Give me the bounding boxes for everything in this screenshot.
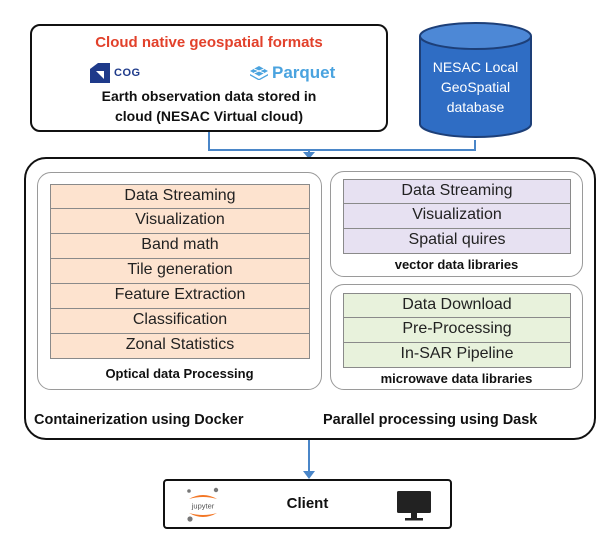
- parquet-icon: [250, 66, 268, 80]
- cloud-desc-line2: cloud (NESAC Virtual cloud): [115, 108, 303, 124]
- vector-item: Data Streaming: [343, 179, 571, 204]
- database-cylinder: NESAC Local GeoSpatial database: [419, 22, 532, 138]
- optical-item: Visualization: [50, 209, 310, 234]
- vector-item-list: Data Streaming Visualization Spatial qui…: [343, 179, 571, 254]
- vector-libraries-group: Data Streaming Visualization Spatial qui…: [330, 171, 583, 277]
- optical-item-list: Data Streaming Visualization Band math T…: [50, 184, 310, 359]
- jupyter-wordmark: jupyter: [191, 502, 215, 511]
- connector-db-down: [474, 140, 476, 150]
- docker-label: Containerization using Docker: [34, 412, 244, 428]
- optical-item: Band math: [50, 234, 310, 259]
- cog-icon: [90, 63, 110, 83]
- database-label-line1: NESAC Local: [433, 59, 519, 75]
- cloud-description: Earth observation data stored in cloud (…: [32, 86, 386, 126]
- cloud-formats-title: Cloud native geospatial formats: [95, 34, 323, 51]
- dask-label: Parallel processing using Dask: [323, 412, 538, 428]
- vector-caption: vector data libraries: [394, 257, 519, 272]
- optical-item: Feature Extraction: [50, 284, 310, 309]
- microwave-item-list: Data Download Pre-Processing In-SAR Pipe…: [343, 293, 571, 368]
- vector-item: Spatial quires: [343, 229, 571, 254]
- microwave-item: Data Download: [343, 293, 571, 318]
- optical-item: Data Streaming: [50, 184, 310, 209]
- database-label-line3: database: [447, 99, 505, 115]
- parquet-logo: Parquet: [250, 62, 335, 84]
- optical-item: Classification: [50, 309, 310, 334]
- client-box: jupyter Client: [163, 479, 452, 529]
- vector-item: Visualization: [343, 204, 571, 229]
- connector-horizontal: [208, 149, 476, 151]
- arrow-head-main: [303, 152, 315, 159]
- jupyter-icon: jupyter: [187, 487, 219, 522]
- monitor-icon: [397, 491, 431, 521]
- optical-processing-group: Data Streaming Visualization Band math T…: [37, 172, 322, 390]
- cloud-desc-line1: Earth observation data stored in: [101, 88, 317, 104]
- microwave-libraries-group: Data Download Pre-Processing In-SAR Pipe…: [330, 284, 583, 390]
- connector-to-client: [308, 440, 310, 472]
- cloud-data-box: Cloud native geospatial formats COG Parq…: [30, 24, 388, 132]
- optical-item: Tile generation: [50, 259, 310, 284]
- connector-cloud-down: [208, 132, 210, 150]
- database-label-line2: GeoSpatial: [441, 79, 510, 95]
- format-logos: COG Parquet: [90, 62, 370, 84]
- microwave-item: In-SAR Pipeline: [343, 343, 571, 368]
- arrow-head-client: [303, 471, 315, 479]
- client-label: Client: [286, 495, 329, 512]
- cog-logo: COG: [90, 62, 141, 84]
- optical-item: Zonal Statistics: [50, 334, 310, 359]
- microwave-caption: microwave data libraries: [380, 371, 533, 386]
- microwave-item: Pre-Processing: [343, 318, 571, 343]
- cog-label: COG: [114, 67, 141, 79]
- optical-caption: Optical data Processing: [105, 366, 254, 381]
- parquet-label: Parquet: [272, 63, 336, 82]
